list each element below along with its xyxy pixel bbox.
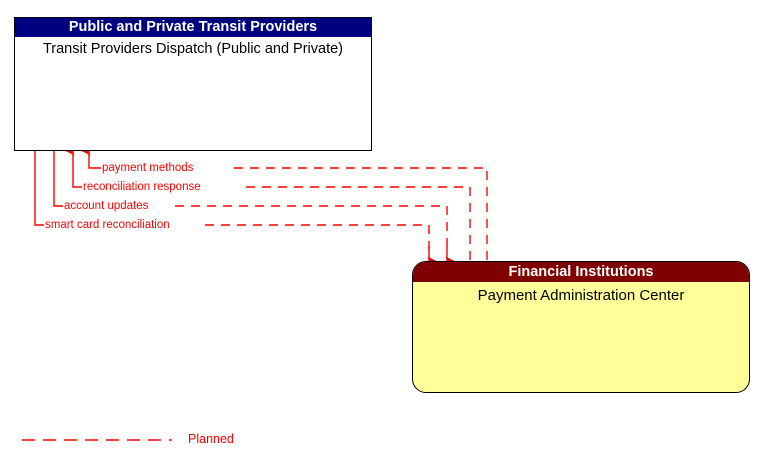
flow-line-payment-methods	[81, 146, 488, 260]
node-payment-administration-center[interactable]: Financial Institutions Payment Administr…	[412, 261, 750, 393]
flow-label-reconciliation-response[interactable]: reconciliation response	[82, 181, 202, 193]
flow-line-smart-card-reconciliation	[34, 151, 437, 266]
flow-line-account-updates	[53, 151, 455, 266]
node-title-transit-providers-dispatch: Transit Providers Dispatch (Public and P…	[42, 41, 344, 57]
flow-label-account-updates[interactable]: account updates	[63, 200, 150, 212]
node-header-financial-institutions: Financial Institutions	[413, 262, 749, 282]
legend-label-planned: Planned	[188, 432, 234, 446]
flow-line-reconciliation-response	[65, 146, 471, 260]
node-title-payment-administration-center: Payment Administration Center	[477, 287, 685, 304]
node-transit-providers-dispatch[interactable]: Public and Private Transit Providers Tra…	[14, 17, 372, 151]
flow-label-smart-card-reconciliation[interactable]: smart card reconciliation	[44, 219, 171, 231]
flow-label-payment-methods[interactable]: payment methods	[101, 162, 195, 174]
node-header-public-and-private-transit-providers: Public and Private Transit Providers	[15, 18, 371, 37]
